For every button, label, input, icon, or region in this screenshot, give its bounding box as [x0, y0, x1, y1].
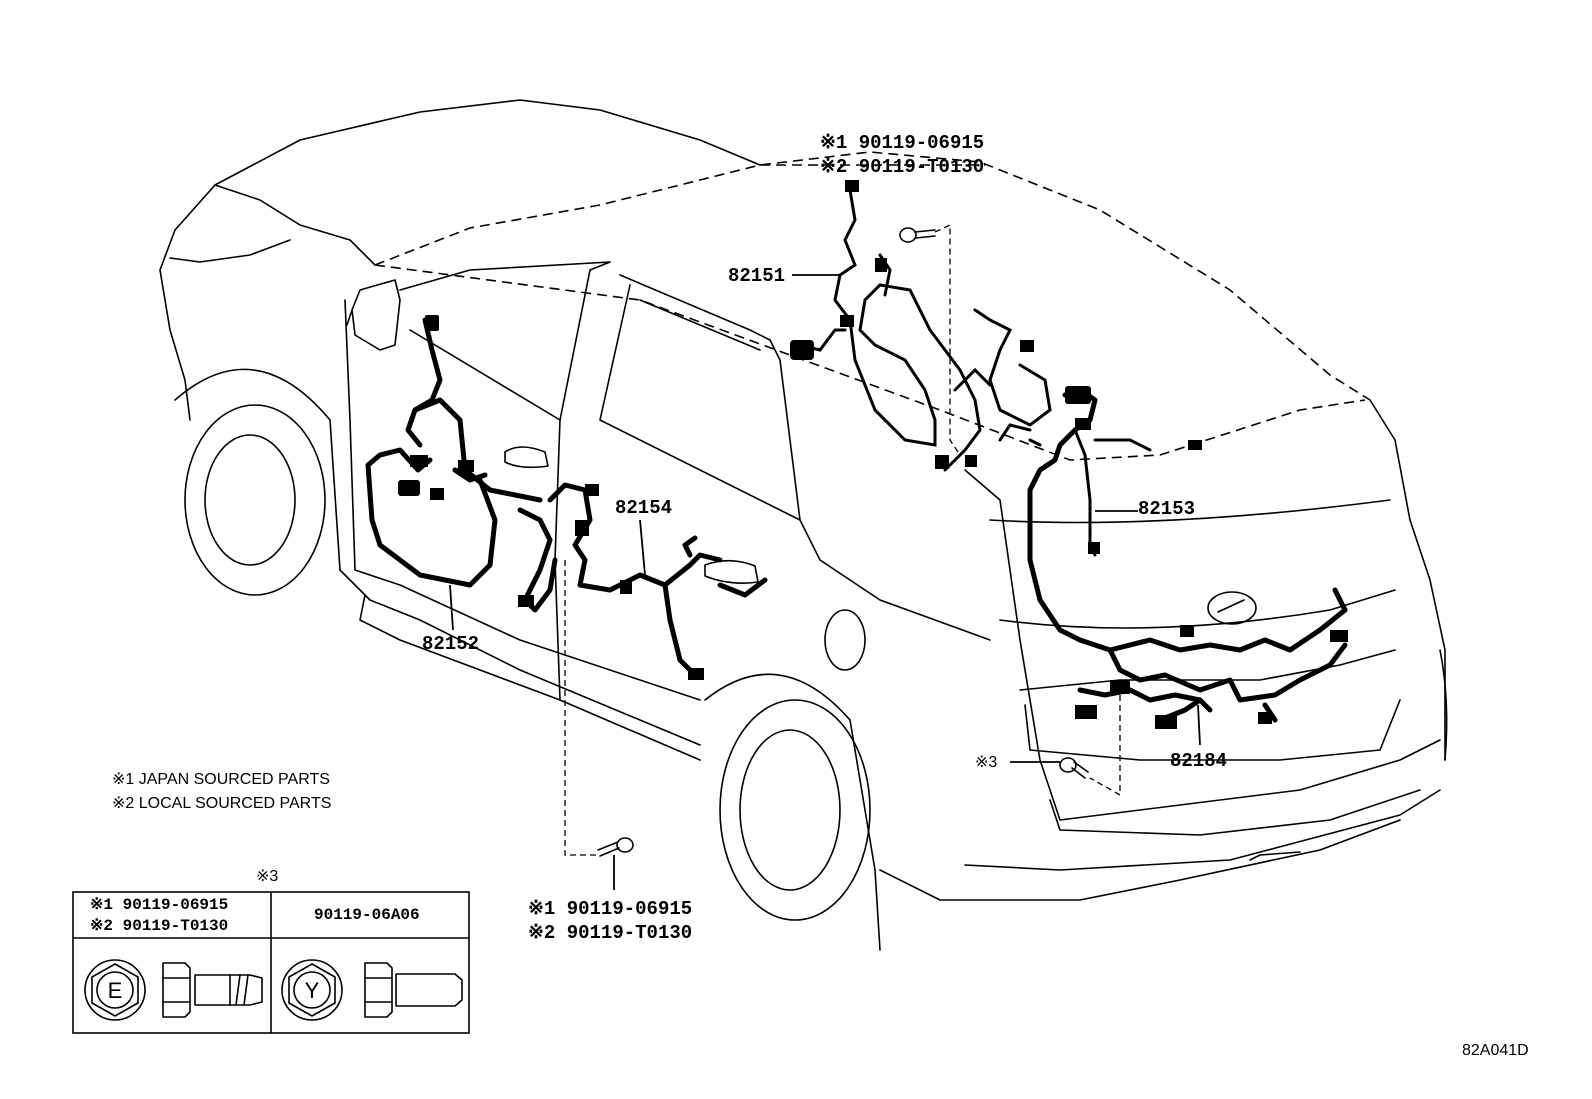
harness-82151	[790, 180, 1052, 472]
harness-82153	[1027, 386, 1202, 633]
part-label-82152: 82152	[422, 633, 480, 655]
bolt-roof	[899, 227, 936, 243]
bolt-rear	[1059, 757, 1089, 779]
bolt-door	[597, 837, 634, 857]
table-left-line2: ※2 90119-T0130	[90, 917, 229, 935]
leader-lines	[449, 274, 1201, 890]
part-label-82154: 82154	[615, 497, 673, 519]
mark-3-label: ※3	[975, 754, 998, 771]
part-label-82151: 82151	[728, 265, 786, 287]
bolt-mark-e: E	[107, 978, 123, 1003]
bolt-mark-y: Y	[304, 978, 320, 1003]
note-japan-sourced: ※1 JAPAN SOURCED PARTS	[112, 771, 330, 788]
callout-top-line2: ※2 90119-T0130	[820, 156, 985, 178]
callout-bottom-line2: ※2 90119-T0130	[528, 922, 693, 944]
harness-82152	[365, 315, 543, 588]
car-body-outline	[159, 99, 1448, 951]
table-right-header: 90119-06A06	[314, 906, 420, 924]
harness-82154	[517, 482, 768, 680]
table-left-line1: ※1 90119-06915	[90, 896, 229, 914]
note-local-sourced: ※2 LOCAL SOURCED PARTS	[112, 795, 332, 812]
callout-bottom-line1: ※1 90119-06915	[528, 898, 693, 920]
part-label-82184: 82184	[1170, 750, 1228, 772]
table-title: ※3	[256, 868, 279, 885]
diagram-code: 82A041D	[1462, 1042, 1529, 1059]
harness-82184	[1057, 587, 1348, 729]
fastener-table	[72, 891, 470, 1034]
part-label-82153: 82153	[1138, 498, 1196, 520]
callout-top-line1: ※1 90119-06915	[820, 132, 985, 154]
